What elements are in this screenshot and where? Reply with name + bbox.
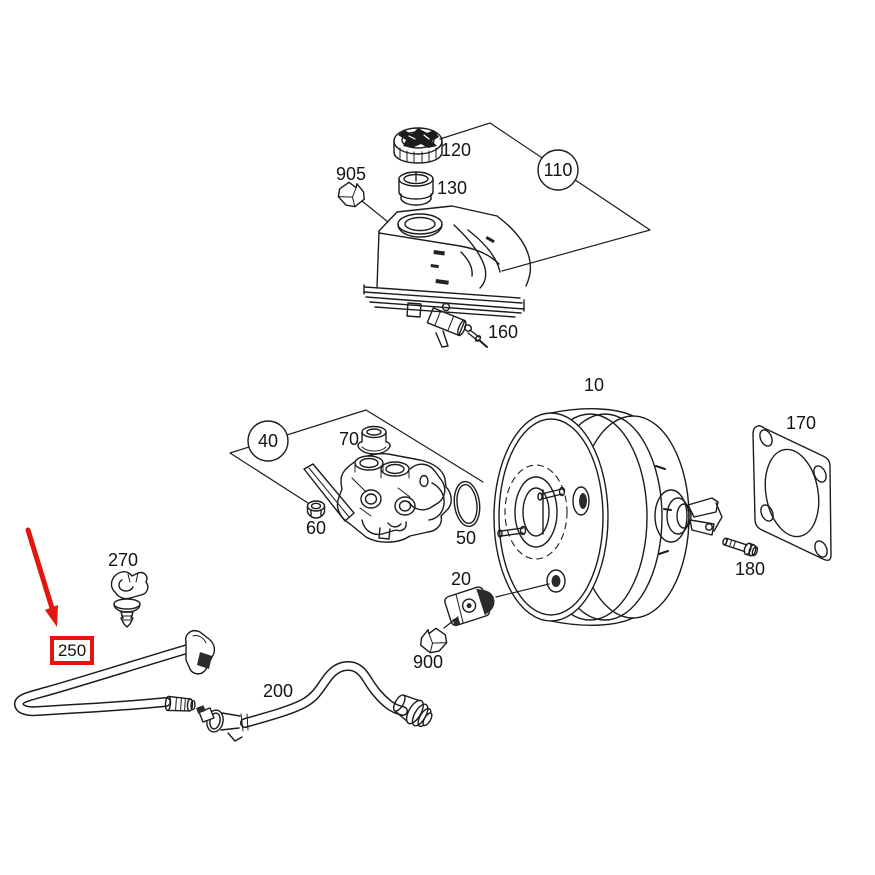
master-cylinder-drawing (303, 452, 452, 543)
clip-drawing (110, 571, 149, 628)
label-seal-ring-130: 130 (437, 178, 468, 198)
label-hose-250: 250 (57, 640, 87, 660)
label-cap-120: 120 (441, 140, 472, 160)
callout-circle-40 (247, 420, 289, 462)
highlight-arrow (25, 527, 58, 627)
reservoir-cap-drawing (393, 127, 443, 164)
reservoir-drawing (363, 205, 532, 348)
brake-booster-drawing (493, 408, 723, 626)
label-pin-160: 160 (488, 322, 519, 342)
label-marker-900: 900 (413, 652, 444, 672)
label-clip-270: 270 (108, 550, 139, 570)
hose-200-drawing (196, 661, 433, 742)
label-reservoir-assembly-110: 110 (543, 160, 573, 180)
label-gasket-170: 170 (786, 413, 817, 433)
nut-drawing (306, 500, 326, 519)
hose-250-drawing (13, 630, 216, 717)
label-master-cylinder-assembly-40: 40 (257, 431, 279, 451)
gasket-drawing (752, 425, 832, 562)
label-marker-905: 905 (336, 164, 367, 184)
seal-ring-drawing (398, 171, 434, 206)
o-ring-drawing (453, 480, 481, 528)
sensor-drawing (444, 586, 495, 627)
highlight-box-250: 250 (50, 636, 94, 665)
bolt-drawing (722, 537, 759, 557)
marker-905-drawing (337, 181, 365, 208)
label-sensor-20: 20 (451, 569, 472, 589)
label-o-ring-50: 50 (456, 528, 477, 548)
label-vacuum-line-200: 200 (263, 681, 294, 701)
pin-drawing (463, 324, 488, 348)
label-grommet-70: 70 (339, 429, 360, 449)
marker-900-drawing (420, 627, 448, 654)
label-bolt-180: 180 (735, 559, 766, 579)
grommet-drawing (357, 425, 391, 455)
label-nut-60: 60 (306, 518, 327, 538)
label-brake-booster-10: 10 (584, 375, 605, 395)
callout-circle-110 (537, 149, 579, 191)
